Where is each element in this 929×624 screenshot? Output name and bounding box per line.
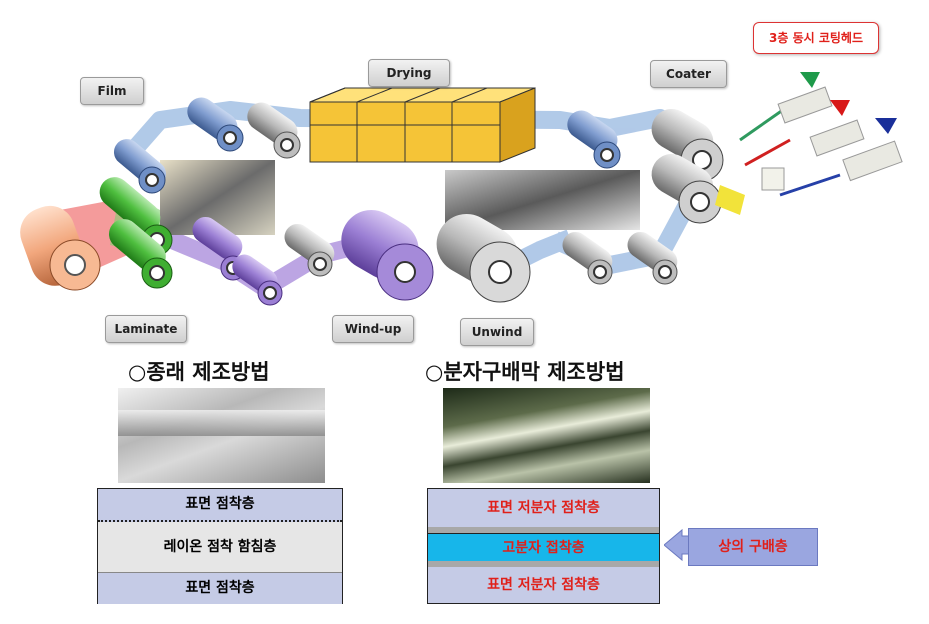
laminate-rollers bbox=[99, 177, 173, 289]
guide-roller-7 bbox=[562, 231, 613, 285]
conventional-layer-stack: 표면 점착층 레이온 점착 함침층 표면 점착층 bbox=[97, 488, 343, 604]
drying-oven bbox=[309, 87, 536, 163]
coater-tag: Coater bbox=[650, 60, 727, 88]
windup-tag: Wind-up bbox=[332, 315, 414, 343]
conventional-heading: ○종래 제조방법 bbox=[128, 360, 270, 384]
film-roller bbox=[113, 139, 167, 194]
supply-roll bbox=[20, 205, 101, 291]
conventional-top-layer: 표면 점착층 bbox=[98, 489, 342, 522]
gradient-band-top bbox=[428, 527, 659, 533]
conventional-bottom-layer: 표면 점착층 bbox=[98, 572, 342, 604]
coating-head-extruders bbox=[739, 72, 903, 197]
guide-roller-5 bbox=[232, 254, 283, 306]
molecular-bottom-layer: 표면 저분자 점착층 bbox=[428, 567, 659, 603]
drying-tag: Drying bbox=[368, 59, 450, 87]
guide-roller-8 bbox=[627, 231, 678, 285]
guide-roller-3 bbox=[567, 110, 621, 169]
film-tag: Film bbox=[80, 77, 144, 105]
conventional-photo bbox=[118, 388, 325, 483]
gradient-callout: 상의 구배층 bbox=[688, 528, 818, 566]
coating-head-tag: 3층 동시 코팅헤드 bbox=[753, 22, 879, 54]
windup-roll bbox=[341, 210, 434, 301]
unwind-tag: Unwind bbox=[460, 318, 534, 346]
guide-roller-2 bbox=[247, 102, 301, 159]
molecular-middle-layer: 고분자 접착층 bbox=[428, 533, 659, 563]
coater-rollers bbox=[651, 109, 745, 224]
laminate-tag: Laminate bbox=[105, 315, 187, 343]
gradient-band-bottom bbox=[428, 561, 659, 567]
unwind-roll bbox=[436, 214, 531, 303]
guide-roller-1 bbox=[187, 97, 244, 152]
molecular-top-layer: 표면 저분자 점착층 bbox=[428, 489, 659, 527]
molecular-photo bbox=[443, 388, 650, 483]
molecular-heading: ○분자구배막 제조방법 bbox=[425, 360, 625, 384]
conventional-middle-layer: 레이온 점착 함침층 bbox=[98, 522, 342, 572]
process-line-svg bbox=[20, 72, 903, 306]
guide-roller-6 bbox=[284, 223, 335, 277]
molecular-layer-stack: 표면 저분자 점착층 고분자 접착층 표면 저분자 점착층 bbox=[427, 488, 660, 604]
